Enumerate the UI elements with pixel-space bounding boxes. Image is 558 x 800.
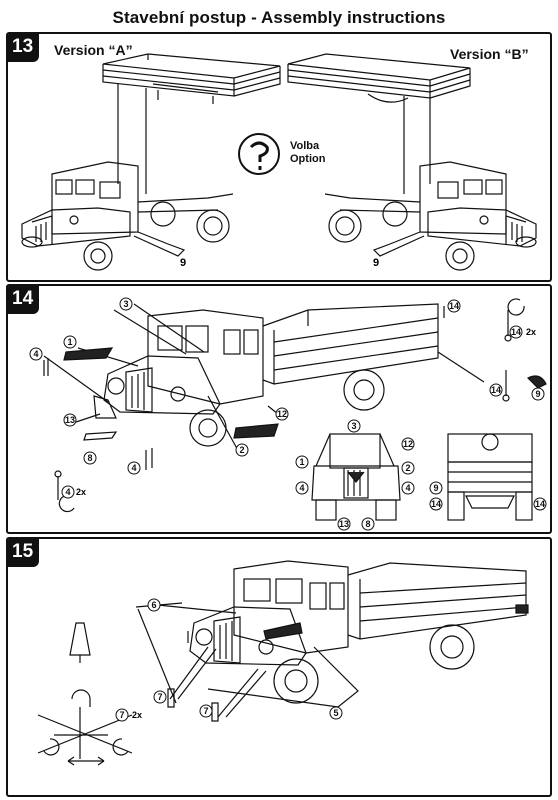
option-label-cz: Volba bbox=[290, 140, 320, 152]
qty-4: 2x bbox=[76, 487, 86, 497]
callout-13: 13 bbox=[65, 415, 75, 425]
callout-1-front: 1 bbox=[299, 457, 304, 467]
cargo-bed-version-b bbox=[287, 53, 471, 103]
callout-14-rear-right: 14 bbox=[535, 499, 545, 509]
option-label: Volba Option bbox=[290, 140, 325, 166]
callout-8: 8 bbox=[87, 453, 92, 463]
step-13-number: 13 bbox=[8, 34, 40, 62]
step-13-drawing: 9 9 bbox=[21, 53, 537, 271]
truck-rear-view bbox=[447, 433, 533, 521]
callout-3-front: 3 bbox=[351, 421, 356, 431]
callout-12-front: 12 bbox=[403, 439, 413, 449]
part-9-right: 9 bbox=[373, 257, 379, 269]
part-8 bbox=[83, 431, 118, 441]
callout-8-front: 8 bbox=[365, 519, 370, 529]
part-9-left: 9 bbox=[180, 257, 186, 269]
step-14-drawing: 3 1 4 13 8 12 2 4 14 14 9 3 1 4 4 2 12 1… bbox=[29, 297, 547, 531]
callout-5: 5 bbox=[333, 708, 338, 718]
callout-2: 2 bbox=[239, 445, 244, 455]
step-14-number: 14 bbox=[8, 286, 40, 314]
option-label-en: Option bbox=[290, 153, 326, 165]
callout-13-front: 13 bbox=[339, 519, 349, 529]
callout-14: 14 bbox=[449, 301, 459, 311]
callout-6: 6 bbox=[151, 600, 156, 610]
page-title: Stavební postup - Assembly instructions bbox=[112, 8, 446, 27]
callout-7-qty: 7 bbox=[119, 710, 124, 720]
callout-2-front: 2 bbox=[405, 463, 410, 473]
truck-three-quarter-view bbox=[189, 560, 529, 704]
step-14-panel: 14 bbox=[6, 284, 552, 534]
part-2 bbox=[233, 423, 279, 439]
callout-12: 12 bbox=[277, 409, 287, 419]
version-b-label: Version “B” bbox=[450, 46, 529, 62]
step-15-panel: 15 bbox=[6, 537, 552, 797]
callout-3: 3 bbox=[123, 299, 128, 309]
callout-4-front-right: 4 bbox=[405, 483, 410, 493]
cargo-bed-version-a bbox=[102, 53, 281, 104]
step-15-number: 15 bbox=[8, 539, 40, 567]
callout-14b: 14 bbox=[491, 385, 501, 395]
callout-9: 9 bbox=[535, 389, 540, 399]
callout-4: 4 bbox=[33, 349, 38, 359]
part-1 bbox=[63, 347, 114, 361]
callout-14-rear-left: 14 bbox=[431, 499, 441, 509]
wiper-assembly-diagram bbox=[37, 622, 133, 766]
callout-9-rear: 9 bbox=[433, 483, 438, 493]
callout-7b: 7 bbox=[203, 706, 208, 716]
callout-14-qty: 14 bbox=[511, 327, 521, 337]
qty-7: 2x bbox=[132, 710, 142, 720]
callout-4-front-left: 4 bbox=[299, 483, 304, 493]
chassis-left bbox=[21, 161, 234, 271]
callout-4-qty: 4 bbox=[65, 487, 70, 497]
callout-4b: 4 bbox=[131, 463, 136, 473]
version-a-label: Version “A” bbox=[54, 42, 133, 58]
qty-14: 2x bbox=[526, 327, 536, 337]
step-15-drawing: 6 7 7 5 7 2x bbox=[37, 560, 529, 766]
callout-1: 1 bbox=[67, 337, 72, 347]
callout-7: 7 bbox=[157, 692, 162, 702]
truck-front-view bbox=[311, 433, 401, 521]
step-13-panel: 13 Version “A” Version “B” Volba Option bbox=[6, 32, 552, 282]
question-icon bbox=[238, 133, 280, 175]
chassis-right bbox=[324, 161, 537, 271]
